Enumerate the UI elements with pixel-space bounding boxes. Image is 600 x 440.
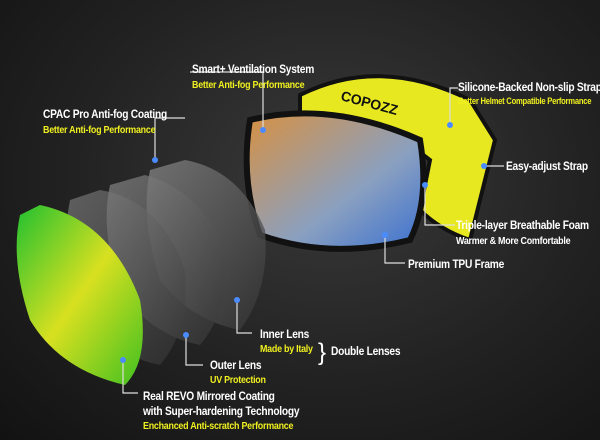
double-lenses-label: Double Lenses bbox=[331, 344, 401, 358]
revo-sub: Enchanced Anti-scratch Performance bbox=[143, 420, 294, 432]
cpac-sub: Better Anti-fog Performance bbox=[43, 124, 156, 136]
inner-lens-sub: Made by Italy bbox=[260, 343, 313, 355]
callout-lines bbox=[122, 71, 504, 394]
outer-lens-title: Outer Lens bbox=[210, 358, 262, 372]
strap-sub: Better Helmet Compatible Performance bbox=[458, 96, 592, 106]
outer-lens-sub: UV Protection bbox=[210, 374, 266, 386]
strap-title: Silicone-Backed Non-slip Strap bbox=[458, 80, 600, 94]
revo-title-2: with Super-hardening Technology bbox=[143, 404, 300, 418]
brace-icon: } bbox=[318, 339, 326, 366]
cpac-title: CPAC Pro Anti-fog Coating bbox=[43, 107, 167, 121]
callout-dots bbox=[120, 122, 487, 363]
ventilation-sub: Better Anti-fog Performance bbox=[192, 79, 305, 91]
adjust-title: Easy-adjust Strap bbox=[506, 159, 588, 173]
frame-title: Premium TPU Frame bbox=[408, 257, 504, 271]
foam-title: Triple-layer Breathable Foam bbox=[456, 218, 589, 232]
inner-lens-title: Inner Lens bbox=[260, 327, 310, 341]
revo-lens-shape bbox=[16, 205, 143, 385]
foam-sub: Warmer & More Comfortable bbox=[456, 235, 571, 247]
revo-title-1: Real REVO Mirrored Coating bbox=[143, 389, 275, 403]
ventilation-title: Smart+ Ventilation System bbox=[192, 62, 315, 76]
goggle-frame bbox=[243, 110, 427, 252]
